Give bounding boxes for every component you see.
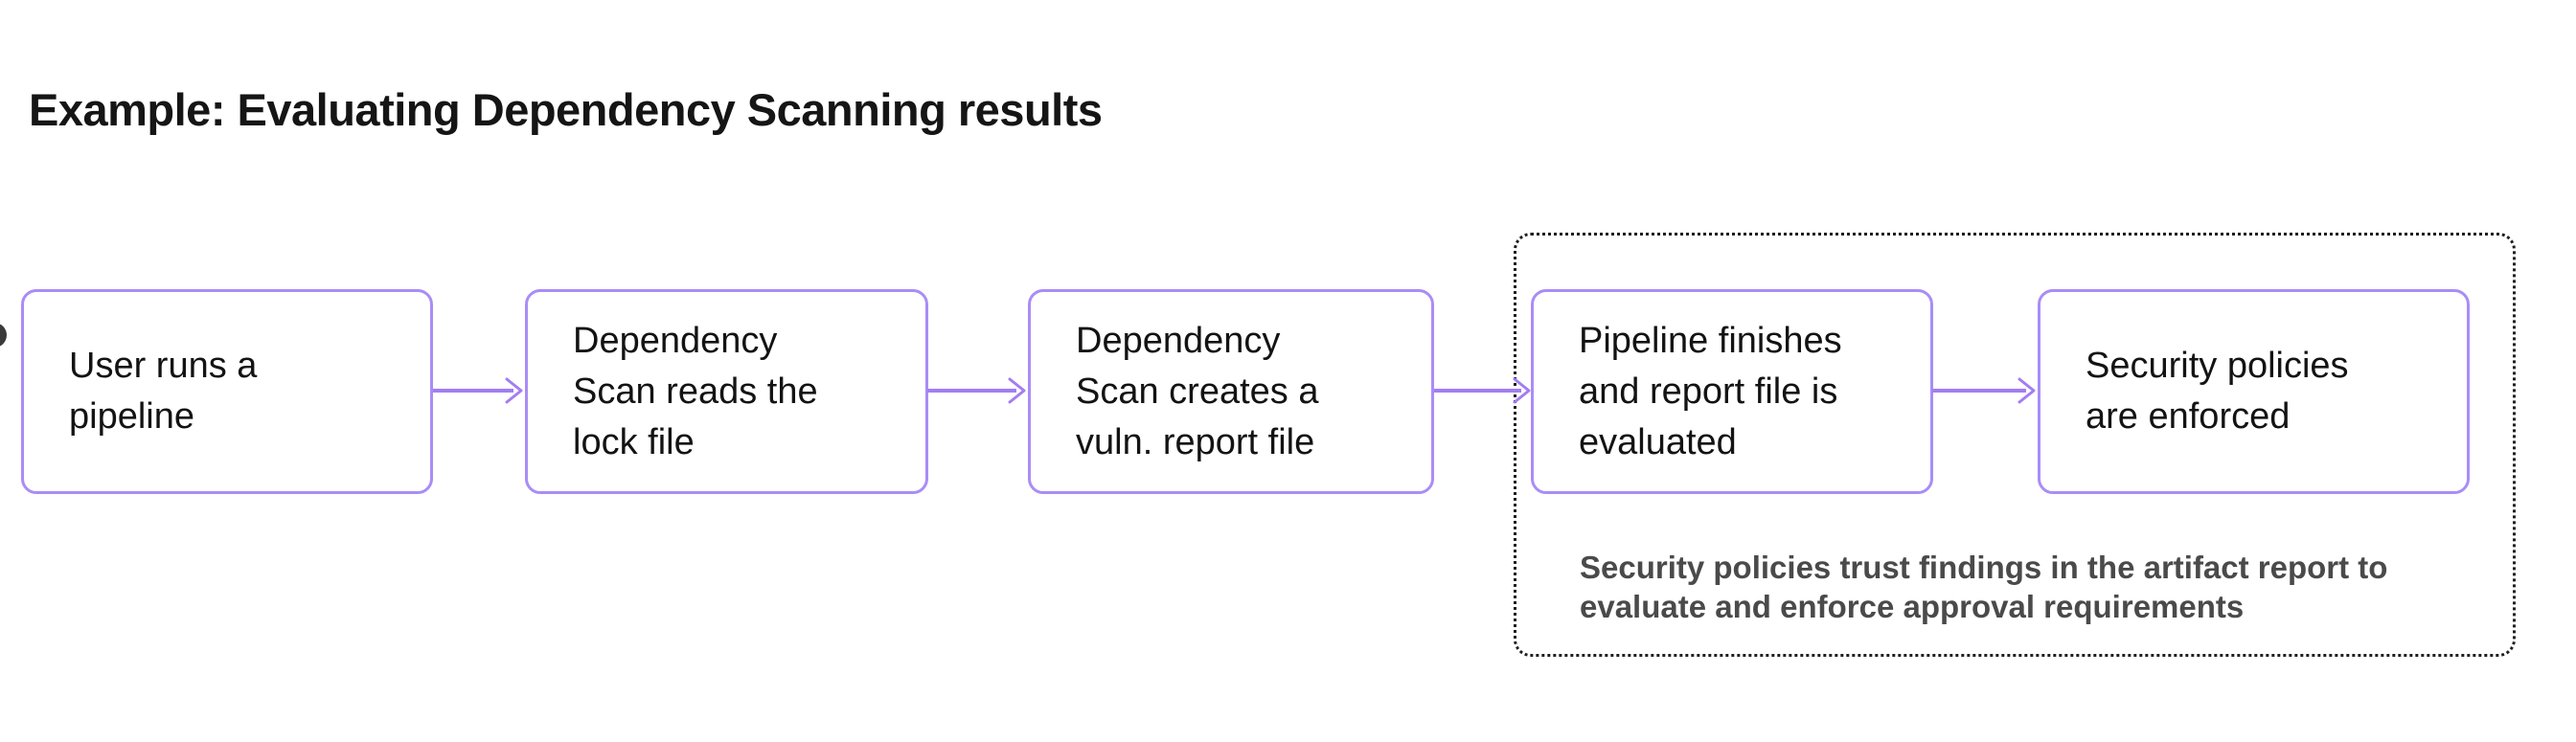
- flow-step-user-runs-pipeline: User runs a pipeline: [21, 289, 433, 494]
- flow-step-label: Pipeline finishes and report file is eva…: [1579, 320, 1842, 462]
- flow-step-scan-creates-report: Dependency Scan creates a vuln. report f…: [1028, 289, 1434, 494]
- flow-arrow-icon: [1434, 377, 1531, 404]
- flow-arrow-icon: [433, 377, 523, 404]
- flow-step-scan-reads-lock-file: Dependency Scan reads the lock file: [525, 289, 928, 494]
- policy-evaluation-note: Security policies trust findings in the …: [1580, 550, 2388, 624]
- flow-step-label: User runs a pipeline: [69, 346, 258, 437]
- flow-step-label: Dependency Scan reads the lock file: [573, 320, 818, 462]
- flow-arrow-icon: [927, 377, 1026, 404]
- flow-arrow-icon: [1932, 377, 2036, 404]
- flow-step-pipeline-finishes: Pipeline finishes and report file is eva…: [1531, 289, 1933, 494]
- flow-step-label: Security policies are enforced: [2086, 346, 2349, 437]
- clipped-node-fragment: [0, 323, 7, 348]
- policy-evaluation-group-outline: Security policies trust findings in the …: [1514, 233, 2516, 657]
- flow-step-policies-enforced: Security policies are enforced: [2038, 289, 2470, 494]
- diagram-title: Example: Evaluating Dependency Scanning …: [29, 84, 1103, 135]
- flow-step-label: Dependency Scan creates a vuln. report f…: [1076, 320, 1319, 462]
